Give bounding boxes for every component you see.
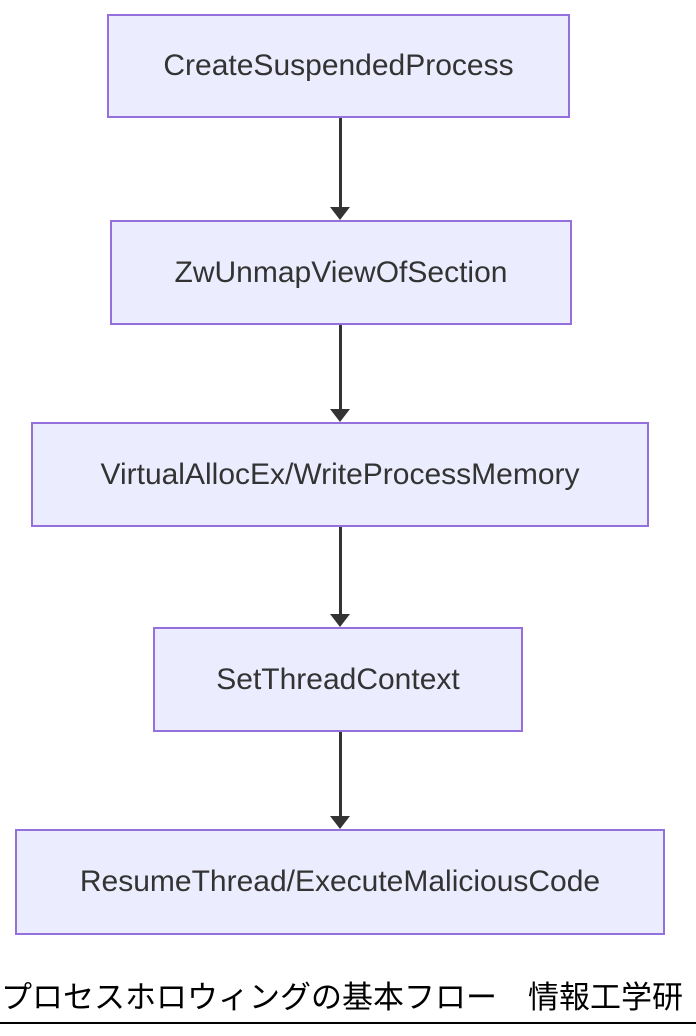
- arrowhead-icon: [330, 409, 350, 422]
- flow-node-label: CreateSuspendedProcess: [163, 49, 514, 82]
- flow-node-zw-unmap-view-of-section: ZwUnmapViewOfSection: [110, 220, 572, 325]
- flow-node-set-thread-context: SetThreadContext: [153, 627, 523, 732]
- flow-node-resume-thread-execute-malicious-code: ResumeThread/ExecuteMaliciousCode: [15, 829, 665, 935]
- flow-node-label: SetThreadContext: [216, 662, 460, 696]
- diagram-caption: プロセスホロウィングの基本フロー 情報工学研: [1, 981, 683, 1015]
- arrow-shaft: [338, 527, 342, 616]
- arrowhead-icon: [330, 207, 350, 220]
- arrowhead-icon: [330, 816, 350, 829]
- arrow-down-1: [329, 118, 351, 220]
- arrow-down-4: [329, 732, 351, 829]
- arrow-down-2: [329, 325, 351, 422]
- flow-node-label: ResumeThread/ExecuteMaliciousCode: [79, 865, 601, 898]
- arrow-shaft: [338, 118, 342, 209]
- arrow-shaft: [338, 325, 342, 411]
- arrowhead-icon: [330, 614, 350, 627]
- caption-underline: [0, 1022, 696, 1024]
- arrow-down-3: [329, 527, 351, 627]
- flow-node-label: VirtualAllocEx/WriteProcessMemory: [100, 457, 580, 491]
- arrow-shaft: [338, 732, 342, 818]
- flow-node-create-suspended-process: CreateSuspendedProcess: [107, 14, 570, 118]
- flow-node-virtual-alloc-write-process-memory: VirtualAllocEx/WriteProcessMemory: [31, 422, 649, 527]
- flow-node-label: ZwUnmapViewOfSection: [174, 255, 508, 289]
